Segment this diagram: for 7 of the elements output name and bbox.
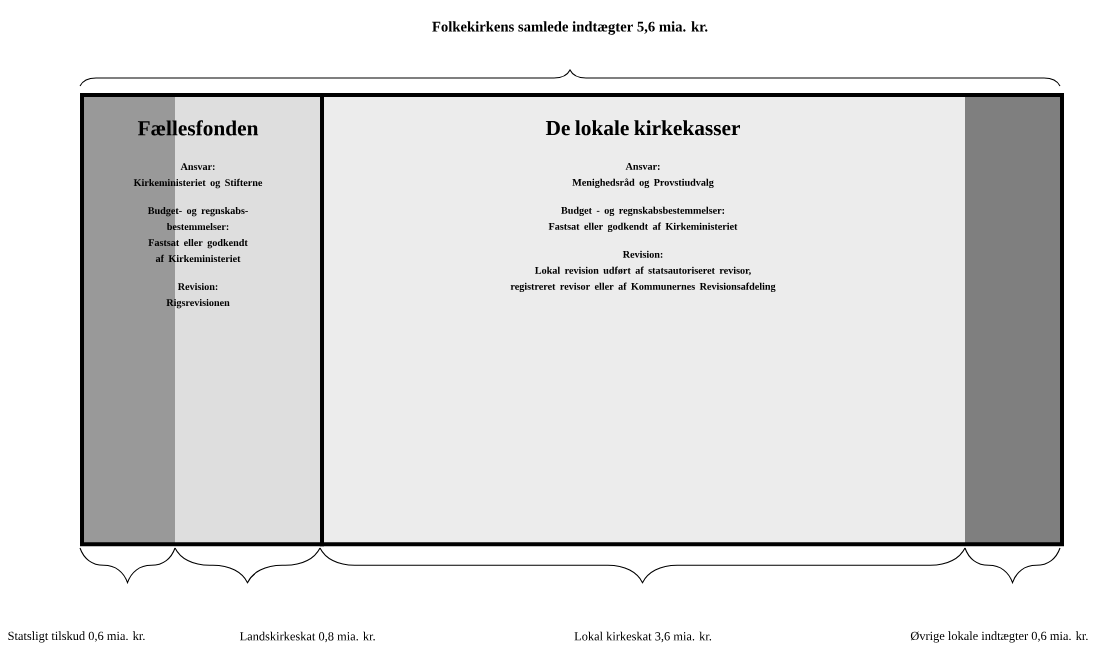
amount-label: Statsligt tilskud 0,6 mia. kr. xyxy=(8,631,145,643)
amount-label: Øvrige lokale indtægter 0,6 mia. kr. xyxy=(910,631,1088,643)
fund-box: Fællesfonden Ansvar: Kirkeministeriet og Stifterne Budget- og regnskabs- bestemmelser: Fastsat eller godkendt af Kirkeministeriet Revision: Rigsrevisionen xyxy=(80,93,324,547)
amount-label: Landskirkeskat 0,8 mia. kr. xyxy=(239,631,375,643)
cash-box: De lokale kirkekasser Ansvar: Menighedsråd og Provstiudvalg Budget - og regnskabsbestemmelser: Fastsat eller godkendt af Kirkeministeriet Revision: Lokal revision udført af statsautoriseret revisor, registreret revisor eller af Kommunernes Revisionsafdeling xyxy=(320,93,1064,547)
title: Folkekirkens samlede indtægter 5,6 mia. kr. xyxy=(432,21,708,35)
amount-label: Lokal kirkeskat 3,6 mia. kr. xyxy=(574,631,712,643)
